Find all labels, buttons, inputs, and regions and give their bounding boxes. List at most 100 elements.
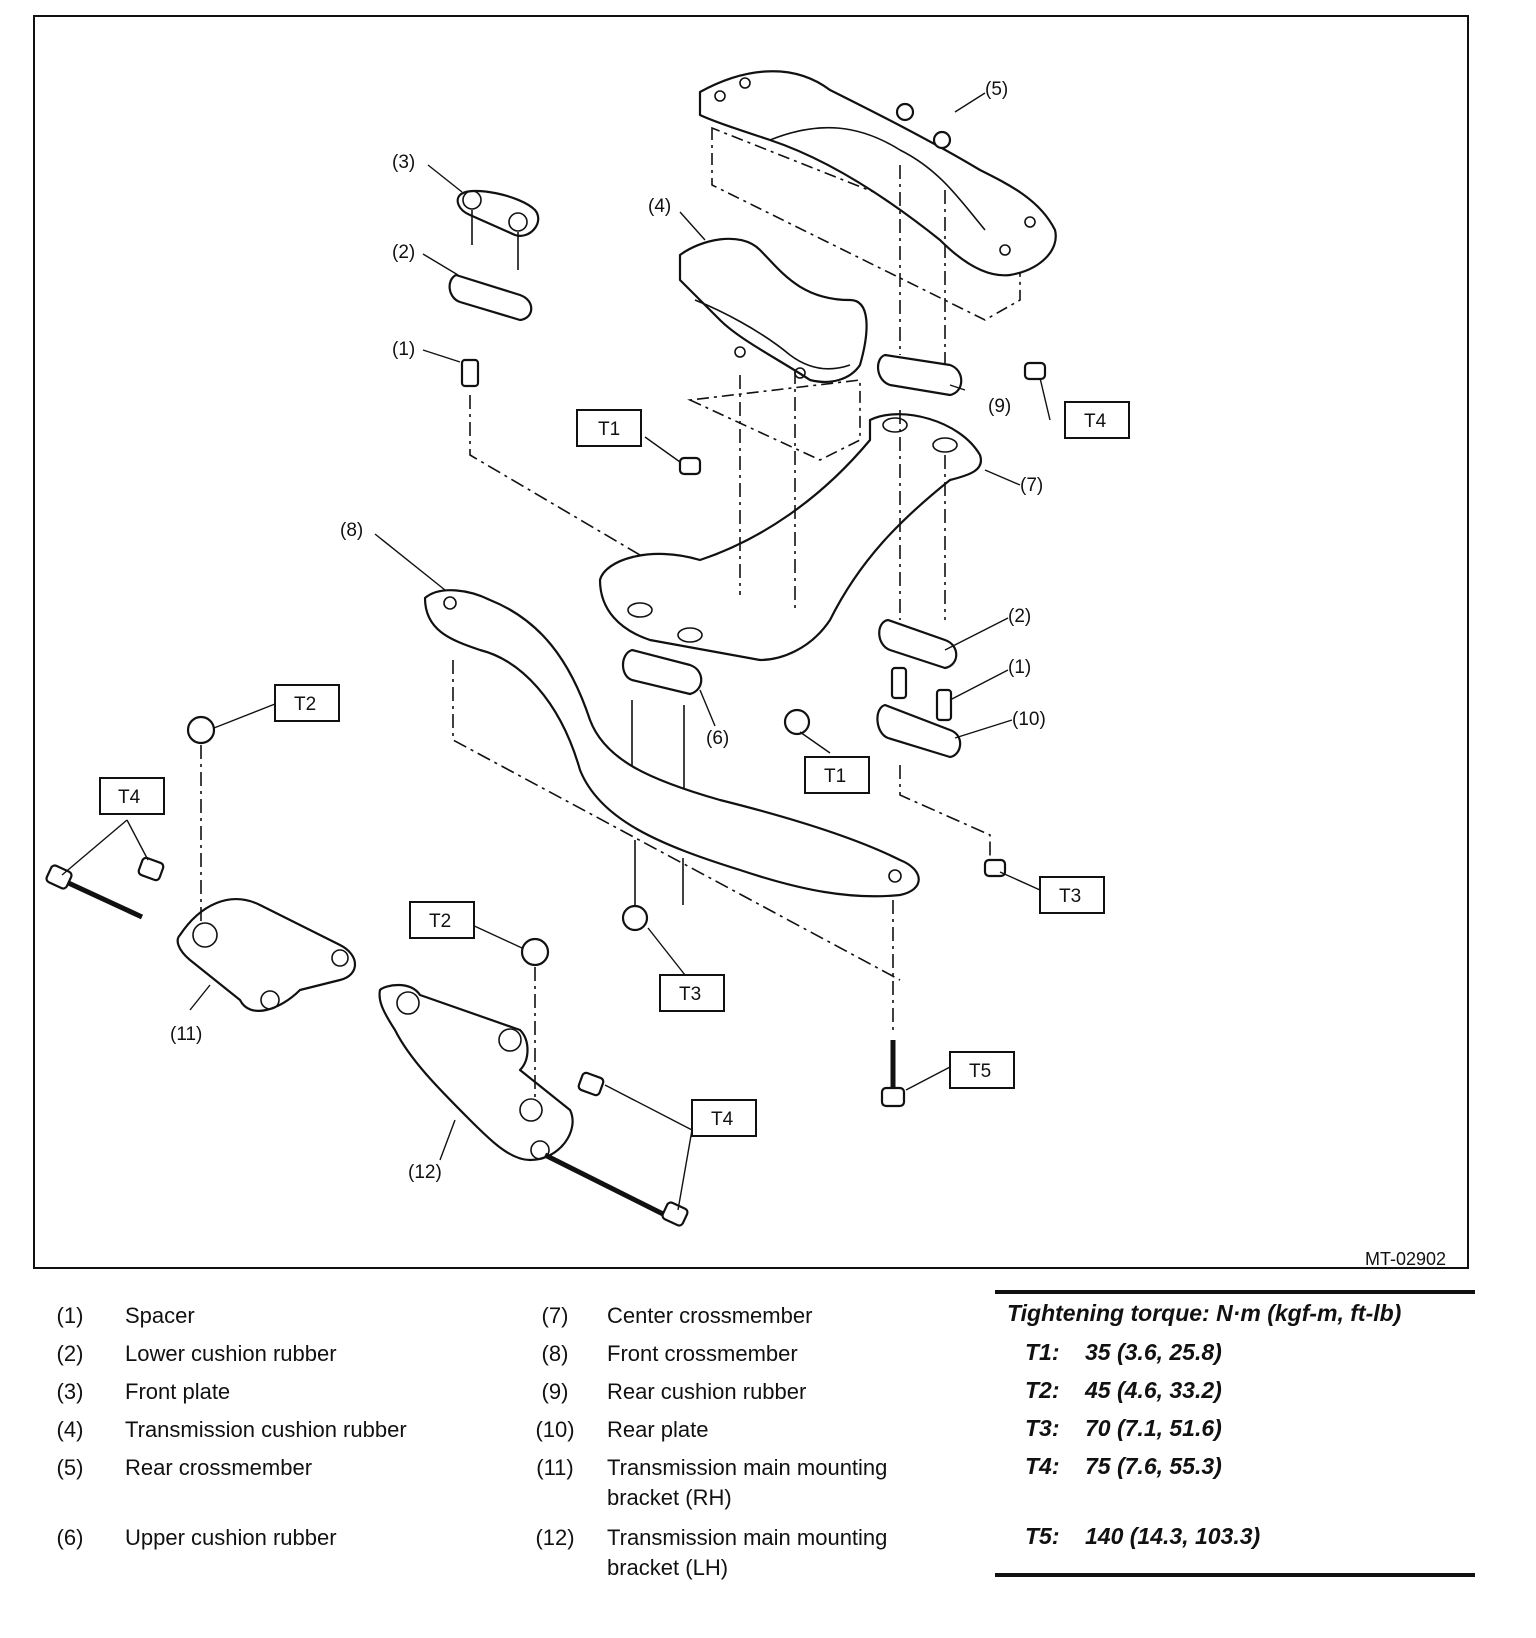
- callout-6: (6): [706, 728, 729, 749]
- center-crossmember: [598, 370, 983, 662]
- legend-text-cont: bracket (RH): [607, 1485, 732, 1510]
- nut-t2-top: [186, 715, 216, 745]
- callout-3: (3): [392, 152, 415, 173]
- legend-text: Transmission main mounting: [607, 1455, 888, 1480]
- svg-text:T4: T4: [1084, 411, 1107, 432]
- legend-num: (2): [56, 1341, 84, 1366]
- upper-cushion-rubber: [621, 648, 703, 696]
- callout-8: (8): [340, 520, 363, 541]
- torque-key: T2:: [1025, 1377, 1060, 1403]
- legend-text: Center crossmember: [607, 1303, 813, 1328]
- nut-t2-lower: [520, 937, 550, 967]
- callout-5: (5): [985, 79, 1008, 100]
- callout-9: (9): [988, 396, 1011, 417]
- legend-num: (10): [535, 1417, 575, 1442]
- torque-value: 35 (3.6, 25.8): [1085, 1339, 1222, 1365]
- torque-value: 140 (14.3, 103.3): [1085, 1523, 1261, 1549]
- leader-lines: [61, 92, 1051, 1211]
- rear-plate: [876, 703, 962, 759]
- torque-tag-t1-lower: T1: [804, 756, 870, 794]
- lower-cushion-rubber-left: [448, 273, 533, 322]
- callout-10: (10): [1012, 709, 1046, 730]
- legend-text: Spacer: [125, 1303, 195, 1328]
- svg-text:T5: T5: [969, 1061, 991, 1082]
- transmission-bracket-rh: [176, 898, 357, 1012]
- svg-text:T3: T3: [679, 984, 701, 1005]
- legend-num: (1): [56, 1303, 84, 1328]
- legend-num: (9): [541, 1379, 569, 1404]
- torque-value: 70 (7.1, 51.6): [1085, 1415, 1222, 1441]
- legend-num: (3): [56, 1379, 84, 1404]
- callout-2-right: (2): [1008, 606, 1031, 627]
- torque-tag-t4-left: T4: [99, 777, 165, 815]
- legend-num: (12): [535, 1525, 575, 1550]
- front-crossmember: [423, 589, 920, 981]
- bolt-lh-short: [577, 1071, 605, 1097]
- legend-num: (11): [536, 1455, 574, 1480]
- diagram-frame: [33, 15, 1469, 1269]
- svg-text:T1: T1: [598, 419, 620, 440]
- torque-tag-t4-right: T4: [1064, 401, 1130, 439]
- rear-cushion-rubber: [877, 353, 963, 397]
- nut-t1-lower: [783, 708, 811, 736]
- figure-code: MT-02902: [1365, 1249, 1446, 1269]
- torque-table: Tightening torque: N·m (kgf-m, ft-lb) T1…: [995, 1290, 1475, 1580]
- legend-text-cont: bracket (LH): [607, 1555, 729, 1580]
- torque-tag-t5: T5: [949, 1051, 1015, 1089]
- torque-rule-bottom: [995, 1573, 1475, 1577]
- legend-num: (4): [56, 1417, 84, 1442]
- svg-text:T4: T4: [711, 1109, 734, 1130]
- spacer-right-a: [890, 666, 908, 700]
- callout-1-left: (1): [392, 339, 415, 360]
- transmission-bracket-lh: [378, 983, 574, 1162]
- torque-tag-t3-right: T3: [1039, 876, 1105, 914]
- torque-tag-t3-lower: T3: [659, 974, 725, 1012]
- callout-1-right: (1): [1008, 657, 1031, 678]
- spacer-left: [460, 358, 480, 388]
- torque-title: Tightening torque: N·m (kgf-m, ft-lb): [1007, 1300, 1402, 1326]
- legend-text: Transmission cushion rubber: [125, 1417, 407, 1442]
- bolt-rh-short: [137, 856, 165, 882]
- spacer-right-b: [935, 688, 953, 722]
- svg-text:T4: T4: [118, 787, 141, 808]
- bolt-rh-long: [45, 864, 144, 920]
- callout-4: (4): [648, 196, 671, 217]
- callout-11: (11): [170, 1024, 202, 1045]
- legend-num: (6): [56, 1525, 84, 1550]
- legend-num: (7): [541, 1303, 569, 1328]
- svg-text:T2: T2: [429, 911, 451, 932]
- legend-text: Upper cushion rubber: [125, 1525, 337, 1550]
- torque-value: 45 (4.6, 33.2): [1085, 1377, 1222, 1403]
- torque-tag-t2-lower: T2: [409, 901, 475, 939]
- lower-cushion-rubber-right: [878, 618, 958, 670]
- legend-text: Lower cushion rubber: [125, 1341, 337, 1366]
- torque-key: T3:: [1025, 1415, 1060, 1441]
- svg-text:T1: T1: [824, 766, 846, 787]
- rear-crossmember: [698, 70, 1057, 321]
- legend-num: (5): [56, 1455, 84, 1480]
- svg-text:T2: T2: [294, 694, 316, 715]
- torque-rule-top: [995, 1290, 1475, 1294]
- torque-value: 75 (7.6, 55.3): [1085, 1453, 1222, 1479]
- torque-key: T5:: [1025, 1523, 1060, 1549]
- torque-tag-t4-lower: T4: [691, 1099, 757, 1137]
- legend-text: Rear plate: [607, 1417, 709, 1442]
- torque-key: T1:: [1025, 1339, 1060, 1365]
- bolt-t4-right: [1023, 361, 1047, 381]
- torque-key: T4:: [1025, 1453, 1060, 1479]
- legend-text: Transmission main mounting: [607, 1525, 888, 1550]
- bolt-t1-upper: [678, 456, 702, 476]
- legend-text: Front crossmember: [607, 1341, 798, 1366]
- legend-num: (8): [541, 1341, 569, 1366]
- callout-7: (7): [1020, 475, 1043, 496]
- front-plate: [456, 189, 540, 270]
- callout-2-left: (2): [392, 242, 415, 263]
- torque-tag-t1-upper: T1: [576, 409, 642, 447]
- legend-text: Rear cushion rubber: [607, 1379, 807, 1404]
- torque-tag-t2-upper: T2: [274, 684, 340, 722]
- bolt-lh-long: [543, 1152, 689, 1227]
- svg-text:T3: T3: [1059, 886, 1081, 907]
- legend-text: Front plate: [125, 1379, 231, 1404]
- nut-t3-lower: [621, 904, 649, 932]
